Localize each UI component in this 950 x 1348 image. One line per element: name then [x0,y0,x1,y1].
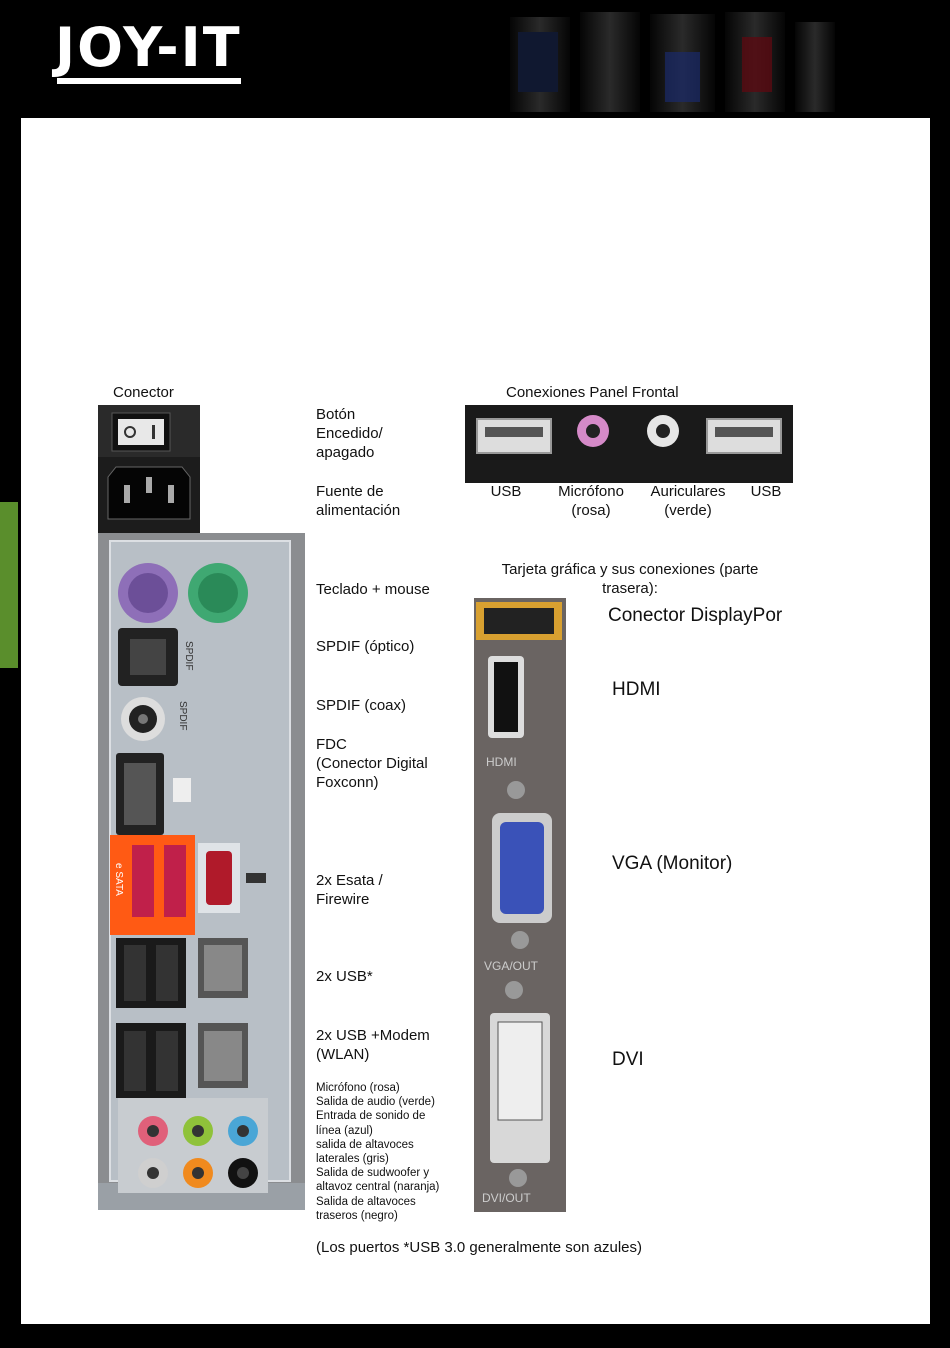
audio-labels-block: Micrófono (rosa) Salida de audio (verde)… [316,1081,439,1223]
front-port-microphone: Micrófono(rosa) [558,483,624,519]
vga-mark: VGA/OUT [484,959,539,973]
audio-label: salida de altavoces [316,1138,414,1151]
front-port-usb-right: USB [750,483,782,500]
gpu-port-hdmi: HDMI [612,679,661,700]
front-port-headphones: Auriculares(verde) [650,483,726,519]
logo-underline [57,78,241,84]
dvi-mark: DVI/OUT [482,1191,531,1205]
gpu-port-dvi: DVI [612,1049,644,1070]
brand-logo: JOY-IT [55,16,242,79]
io-back-panel-image: SPDIF SPDIF e SATA [98,533,305,1210]
usb3-footnote: (Los puertos *USB 3.0 generalmente son a… [316,1239,643,1256]
spdif-mark-coax: SPDIF [177,701,188,730]
power-connector-image [98,405,200,533]
graphics-card-bracket-image: HDMI VGA/OUT DVI/OUT [474,598,566,1212]
label-fdc: FDC (Conector Digital Foxconn) [316,736,428,791]
label-usb-modem: 2x USB +Modem (WLAN) [316,1027,430,1063]
front-port-usb-left: USB [490,483,522,500]
label-power-supply: Fuente de alimentación [316,483,401,519]
label-power-button: Botón Encedido/ apagado [316,406,383,461]
audio-label: Salida de sudwoofer y [316,1167,430,1180]
label-esata-firewire: 2x Esata / Firewire [316,872,383,908]
audio-label: laterales (gris) [316,1153,389,1166]
header-pc-towers-image [510,12,835,112]
label-usb: 2x USB* [316,968,373,985]
label-keyboard-mouse: Teclado + mouse [316,581,430,598]
esata-mark: e SATA [113,863,124,896]
audio-label: Micrófono (rosa) [316,1082,400,1094]
audio-label: Salida de altavoces [316,1195,416,1208]
header: JOY-IT [0,0,950,118]
audio-label: línea (azul) [316,1124,373,1137]
audio-label: Entrada de sonido de [316,1110,426,1123]
front-panel-image [465,405,793,483]
connector-title: Conector [113,384,174,401]
gpu-port-vga: VGA (Monitor) [612,853,733,874]
audio-label: altavoz central (naranja) [316,1181,440,1194]
graphics-card-title: Tarjeta gráfica y sus conexiones (parte … [501,561,759,597]
label-spdif-coax: SPDIF (coax) [316,697,407,714]
side-tab-marker [0,502,18,668]
label-spdif-optical: SPDIF (óptico) [316,638,415,655]
front-panel-title: Conexiones Panel Frontal [506,384,679,401]
hdmi-mark: HDMI [486,755,517,769]
audio-label: Salida de audio (verde) [316,1096,435,1109]
spdif-mark-optical: SPDIF [183,641,194,670]
gpu-port-displayport: Conector DisplayPor [608,605,783,626]
audio-label: traseros (negro) [316,1209,398,1222]
